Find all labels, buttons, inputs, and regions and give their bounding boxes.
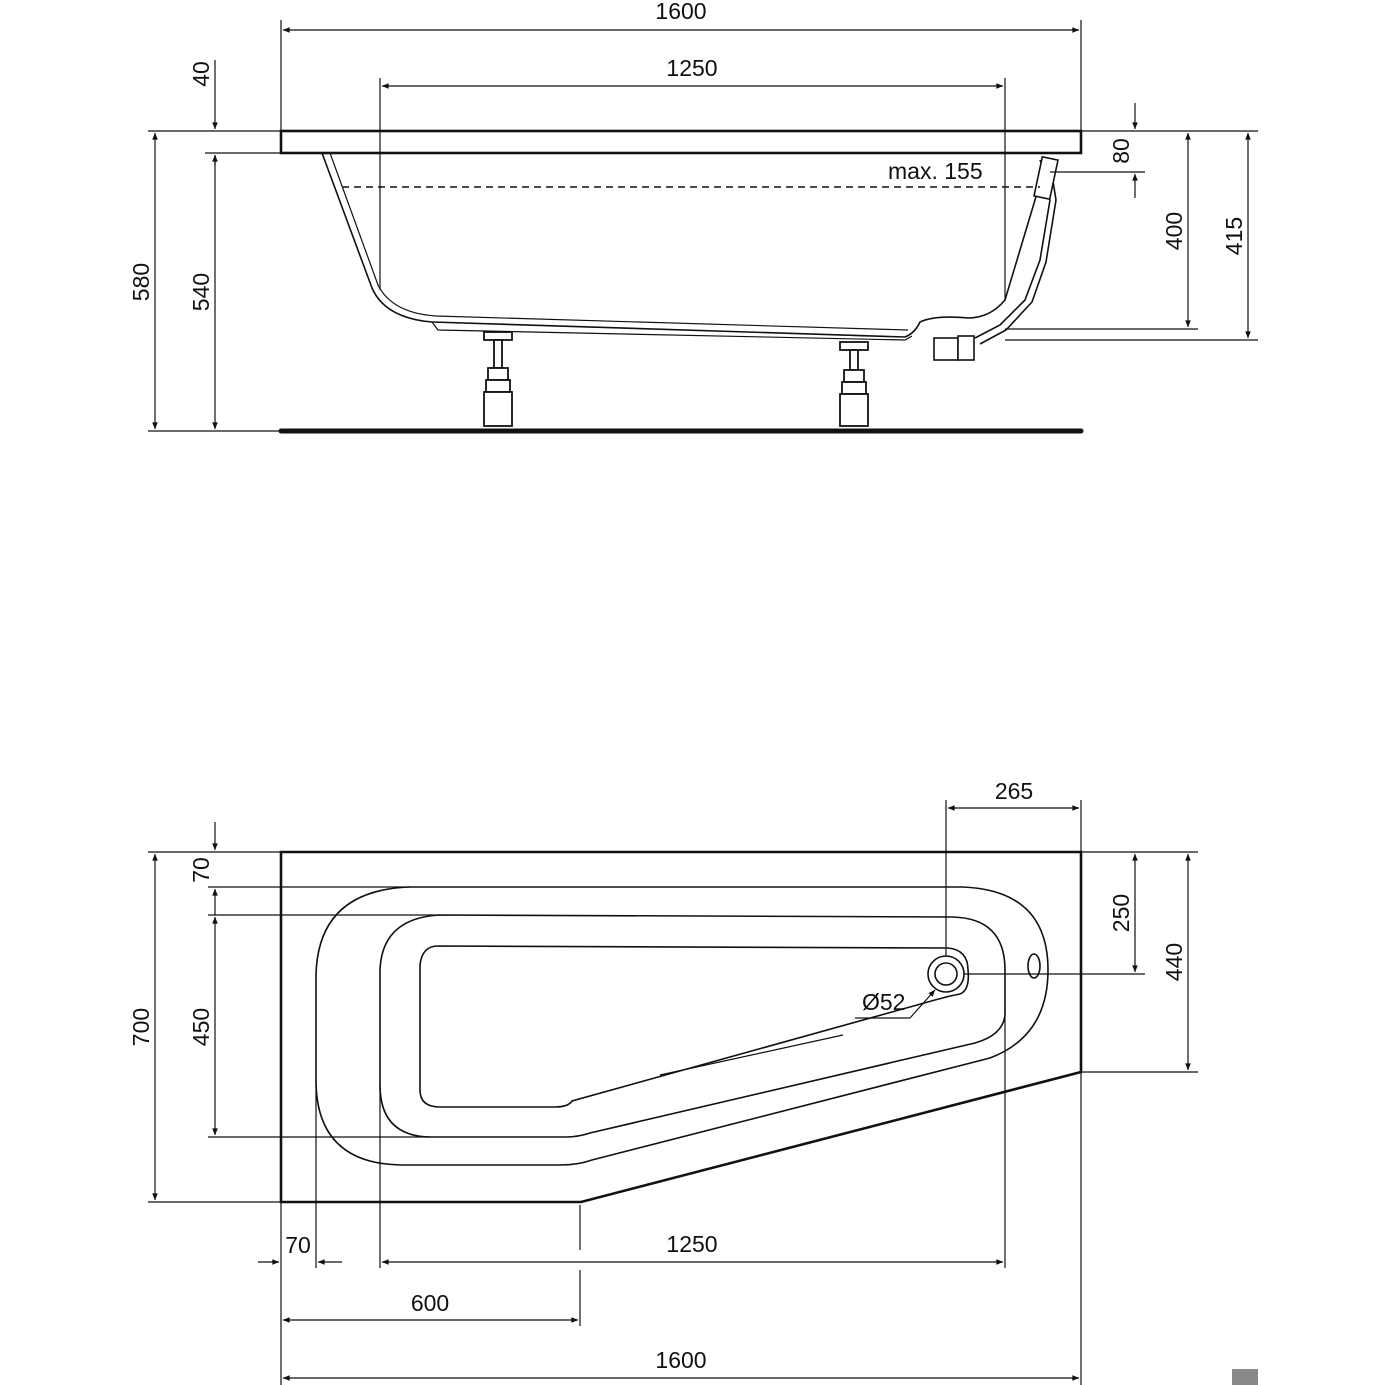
leg-left bbox=[483, 331, 513, 427]
leg-right bbox=[839, 341, 869, 427]
overflow-pipe-outer bbox=[979, 174, 1057, 345]
side-view: max. 155 1600 1250 bbox=[128, 0, 1258, 434]
dim-short-end-width-label: 440 bbox=[1161, 943, 1187, 981]
max-water-label: max. 155 bbox=[888, 158, 983, 184]
dim-depth-at-waste-label: 400 bbox=[1161, 212, 1187, 250]
waste-outlet-inner bbox=[934, 962, 958, 986]
plan-view: Ø52 70 700 450 265 250 440 bbox=[128, 778, 1198, 1385]
dim-plan-inner-width-label: 450 bbox=[188, 1008, 214, 1046]
plan-bottom-edge bbox=[419, 945, 970, 1108]
waste-outlet-outer bbox=[927, 955, 965, 993]
tub-bottom-plate bbox=[431, 321, 913, 341]
dim-inner-height-label: 540 bbox=[188, 273, 214, 311]
dim-plan-width-label: 700 bbox=[128, 1008, 154, 1046]
dim-plan-straight-section-label: 600 bbox=[411, 1290, 449, 1316]
dim-side-overall-length-label: 1600 bbox=[655, 0, 706, 24]
waste-trap bbox=[957, 335, 975, 361]
dim-side-inner-length-label: 1250 bbox=[666, 55, 717, 81]
overflow-outlet bbox=[1027, 953, 1041, 979]
tub-rim bbox=[279, 129, 1083, 155]
overflow-head bbox=[1033, 155, 1059, 201]
dim-plan-overall-length-label: 1600 bbox=[655, 1347, 706, 1373]
dim-waste-from-top-label: 250 bbox=[1108, 894, 1134, 932]
plan-interior-edge bbox=[379, 914, 1006, 1138]
tub-body-inner bbox=[329, 152, 909, 331]
dim-total-height-label: 580 bbox=[128, 263, 154, 301]
dim-rim-thickness-label: 40 bbox=[188, 61, 214, 87]
dim-plan-rim-left-label: 70 bbox=[285, 1232, 311, 1258]
dim-plan-rim-width-label: 70 bbox=[188, 857, 214, 883]
plan-rim-inner-edge bbox=[315, 886, 1049, 1166]
slope-indicator bbox=[659, 1034, 844, 1076]
dim-depth-total-label: 415 bbox=[1221, 217, 1247, 255]
corner-mark bbox=[1232, 1369, 1258, 1385]
tub-body-outline bbox=[321, 152, 1048, 338]
dim-overflow-offset-label: 80 bbox=[1108, 138, 1134, 164]
waste-fitting bbox=[933, 337, 959, 361]
waste-diameter-label: Ø52 bbox=[862, 989, 905, 1015]
plan-outer-outline bbox=[279, 850, 1083, 1204]
dim-waste-from-end-label: 265 bbox=[995, 778, 1033, 804]
dim-plan-inner-length-label: 1250 bbox=[666, 1231, 717, 1257]
